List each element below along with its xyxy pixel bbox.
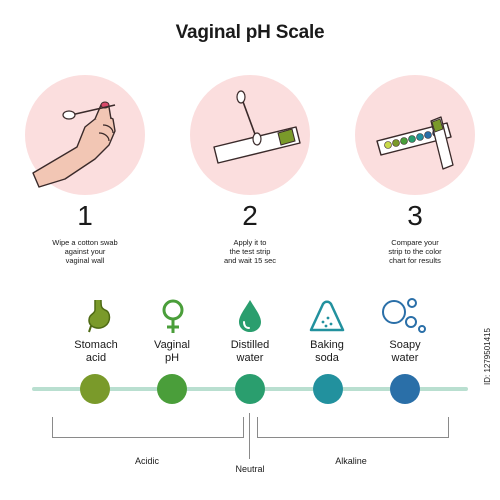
test-strip-swab-icon bbox=[213, 90, 301, 164]
alkaline-bracket bbox=[257, 417, 449, 438]
baking-soda-label: Baking soda bbox=[310, 339, 344, 364]
baking-soda-dot bbox=[313, 374, 343, 404]
alkaline-label: Alkaline bbox=[335, 456, 367, 466]
female-symbol-icon bbox=[153, 296, 193, 336]
hand-swab-icon bbox=[32, 101, 116, 188]
step-3-number: 3 bbox=[407, 200, 423, 231]
bubbles-icon bbox=[381, 296, 429, 336]
step-3-illustration bbox=[355, 75, 475, 195]
powder-pile-icon bbox=[307, 296, 347, 336]
stomach-acid-dot bbox=[80, 374, 110, 404]
stomach-icon bbox=[79, 296, 119, 336]
step-1-description: Wipe a cotton swab against your vaginal … bbox=[52, 238, 118, 265]
distilled-water-label: Distilled water bbox=[230, 339, 270, 364]
neutral-marker bbox=[249, 413, 250, 459]
page-title: Vaginal pH Scale bbox=[175, 22, 325, 43]
soapy-water-label: Soapy water bbox=[389, 339, 421, 364]
vaginal-ph-label: Vaginal pH bbox=[154, 339, 190, 364]
step-3-description: Compare your strip to the color chart fo… bbox=[388, 238, 442, 265]
step-1-illustration bbox=[25, 75, 145, 195]
distilled-water-dot bbox=[235, 374, 265, 404]
neutral-label: Neutral bbox=[235, 464, 265, 474]
step-2-number: 2 bbox=[242, 200, 258, 231]
vaginal-ph-dot bbox=[157, 374, 187, 404]
acidic-label: Acidic bbox=[134, 456, 159, 466]
soapy-water-dot bbox=[390, 374, 420, 404]
step-2-illustration bbox=[190, 75, 310, 195]
step-1-number: 1 bbox=[77, 200, 93, 231]
color-chart-icon bbox=[376, 116, 454, 170]
acidic-bracket bbox=[52, 417, 244, 438]
step-2-description: Apply it to the test strip and wait 15 s… bbox=[223, 238, 277, 265]
image-id-watermark: ID: 1279501415 bbox=[483, 328, 492, 385]
stomach-acid-label: Stomach acid bbox=[74, 339, 118, 364]
water-drop-icon bbox=[230, 296, 270, 336]
